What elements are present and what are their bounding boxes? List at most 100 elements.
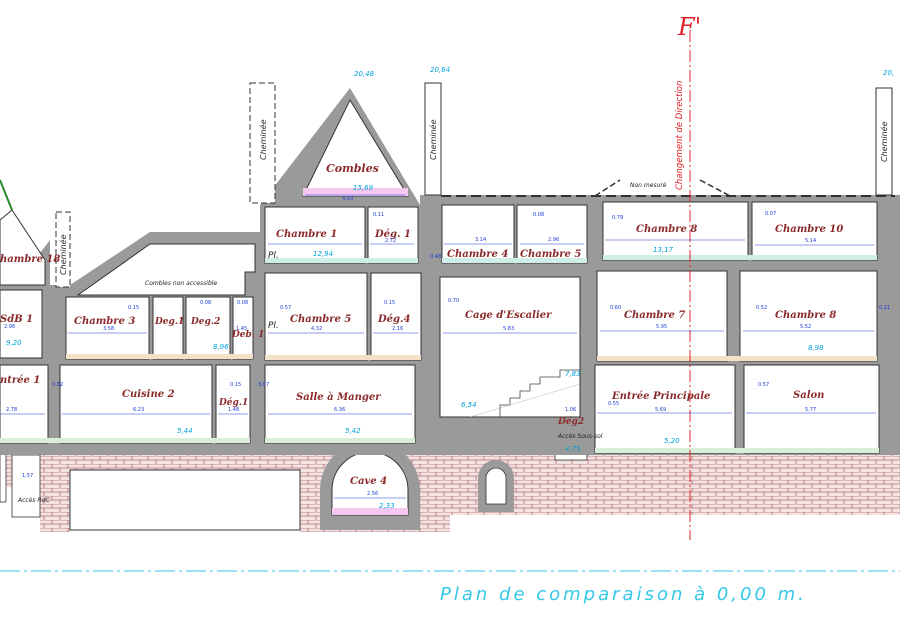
svg-text:0.48: 0.48 xyxy=(430,254,441,260)
chambre-3-room xyxy=(65,296,150,360)
svg-text:6.36: 6.36 xyxy=(334,407,345,413)
chambre-18-room xyxy=(0,209,46,286)
plan-label: Plan de comparaison à 0,00 m. xyxy=(440,584,807,605)
svg-text:5,44: 5,44 xyxy=(177,427,193,435)
salon-room xyxy=(743,364,880,454)
svg-text:5.69: 5.69 xyxy=(655,407,666,413)
acces-sous-sol-label: Accès Sous-sol xyxy=(557,433,603,440)
svg-text:6,54: 6,54 xyxy=(461,401,477,409)
svg-text:0.15: 0.15 xyxy=(230,382,241,388)
room-sdb-1: SdB 1 xyxy=(0,314,33,325)
deg-1-low-room xyxy=(215,364,251,444)
svg-text:6.23: 6.23 xyxy=(133,407,144,413)
room-entree-principale: Entrée Principale xyxy=(611,391,710,402)
roof-unmeasured xyxy=(594,179,731,197)
room-cage-escalier: Cage d'Escalier xyxy=(465,310,552,321)
deg-4-room xyxy=(370,272,422,361)
room-salon: Salon xyxy=(793,390,824,401)
svg-text:4.32: 4.32 xyxy=(311,326,322,332)
chambre-8-room xyxy=(739,270,878,362)
pit-left xyxy=(0,451,7,503)
room-chambre-8-top: Chambre 8 xyxy=(636,224,697,235)
svg-text:0.08: 0.08 xyxy=(533,212,544,218)
room-deg-2-low: Dég2 xyxy=(557,416,584,427)
svg-text:2.96: 2.96 xyxy=(548,237,559,243)
svg-text:0.15: 0.15 xyxy=(128,305,139,311)
svg-text:20,48: 20,48 xyxy=(354,70,375,78)
svg-text:2.56: 2.56 xyxy=(367,491,378,497)
room-cuisine-2: Cuisine 2 xyxy=(122,389,175,400)
svg-text:0.08: 0.08 xyxy=(237,300,248,306)
svg-text:5.95: 5.95 xyxy=(656,324,667,330)
small-arch xyxy=(485,467,507,505)
floor-tints xyxy=(0,255,879,453)
room-labels: Combles Chambre 1 Dég. 1 Chambre 4 Chamb… xyxy=(0,162,843,487)
svg-text:9,20: 9,20 xyxy=(6,339,22,347)
svg-text:1.06: 1.06 xyxy=(565,407,576,413)
staircase-rail xyxy=(469,383,581,418)
chimney-2 xyxy=(424,82,442,196)
non-mesure-label: Non mesuré xyxy=(630,182,667,189)
svg-text:7,83: 7,83 xyxy=(565,370,581,378)
svg-text:2.78: 2.78 xyxy=(6,407,17,413)
room-salle-a-manger: Salle à Manger xyxy=(296,392,381,403)
svg-text:2.96: 2.96 xyxy=(4,324,15,330)
room-chambre-8: Chambre 8 xyxy=(775,310,836,321)
chambre-7-room xyxy=(596,270,728,362)
room-entree-1: ntrée 1 xyxy=(0,375,40,386)
room-chambre-10: Chambre 10 xyxy=(775,224,843,235)
svg-text:0.07: 0.07 xyxy=(765,211,776,217)
room-chambre-7: Chambre 7 xyxy=(624,310,685,321)
chimney-1 xyxy=(249,82,276,204)
roof-green-edge xyxy=(0,179,13,211)
chambre-5-room xyxy=(264,272,368,361)
pl-label-1: Pl. xyxy=(268,251,279,261)
acces-rdc-label: Accès RdC xyxy=(17,497,50,504)
svg-text:12,94: 12,94 xyxy=(313,250,333,258)
svg-text:5.83: 5.83 xyxy=(503,326,514,332)
foundation-lower xyxy=(40,487,900,515)
svg-text:2.72: 2.72 xyxy=(385,238,396,244)
chambre-1-room xyxy=(264,206,366,264)
foundation-pier-left xyxy=(40,487,70,532)
combles-floor xyxy=(303,188,408,196)
room-deg-4: Dég.4 xyxy=(377,314,411,325)
svg-text:1.48: 1.48 xyxy=(228,407,239,413)
svg-text:0.57: 0.57 xyxy=(758,382,769,388)
room-chambre-1: Chambre 1 xyxy=(276,229,337,240)
combles-non-accessible xyxy=(76,243,256,296)
chambre-5-top-room xyxy=(516,204,588,264)
room-chambre-18: hambre 18 xyxy=(0,254,60,265)
chambre-4-room xyxy=(441,204,515,264)
dimension-texts: 4.93 0.11 2.72 0.48 3.14 0.08 2.96 0.79 … xyxy=(4,196,890,497)
void-outline xyxy=(69,469,301,531)
svg-text:2,33: 2,33 xyxy=(379,502,395,510)
cuisine-2-room xyxy=(59,364,213,444)
room-chambre-4: Chambre 4 xyxy=(447,249,508,260)
room-chambre-5: Chambre 5 xyxy=(290,314,351,325)
pl-label-2: Pl. xyxy=(268,321,279,331)
svg-text:5,20: 5,20 xyxy=(664,437,680,445)
svg-text:3.58: 3.58 xyxy=(103,326,114,332)
room-combles: Combles xyxy=(326,162,379,175)
svg-text:3.07: 3.07 xyxy=(258,382,269,388)
svg-text:13,17: 13,17 xyxy=(653,246,674,254)
chimney-left-label: Cheminée xyxy=(58,234,68,275)
cage-escalier-room xyxy=(439,276,581,418)
chambre-10-room xyxy=(751,201,878,261)
level-marks: 20,48 20,64 20, 15,69 12,94 13,17 9,20 8… xyxy=(6,66,894,510)
direction-label: Changement de Direction xyxy=(675,81,685,190)
svg-text:15,69: 15,69 xyxy=(353,184,374,192)
svg-text:0.82: 0.82 xyxy=(52,382,63,388)
svg-text:3.14: 3.14 xyxy=(475,237,486,243)
svg-text:20,64: 20,64 xyxy=(430,66,450,74)
svg-text:2.16: 2.16 xyxy=(392,326,403,332)
building-mass xyxy=(0,88,900,455)
acces-rdc-box xyxy=(11,454,41,518)
svg-text:0.21: 0.21 xyxy=(879,305,890,311)
cave-floor xyxy=(332,508,408,515)
svg-text:0.55: 0.55 xyxy=(608,401,619,407)
section-marker: F' xyxy=(677,13,701,41)
